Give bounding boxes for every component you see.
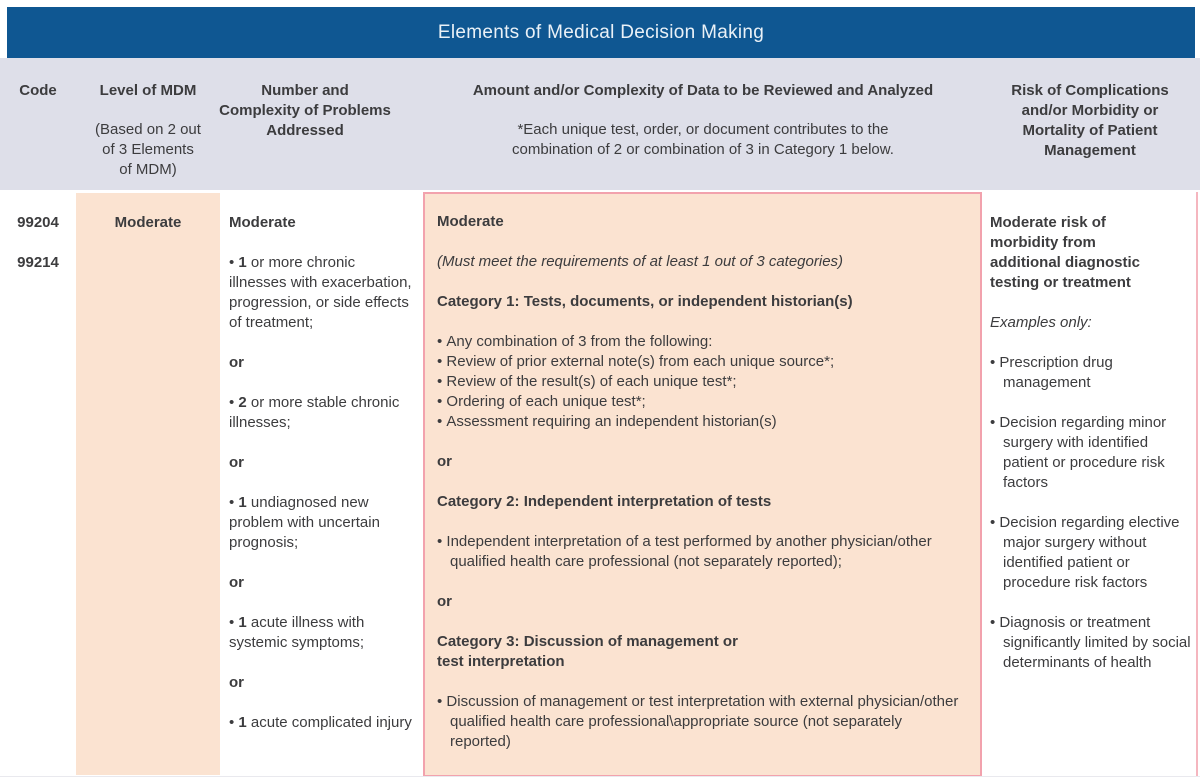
risk-examples-label: Examples only: xyxy=(990,314,1092,331)
table-title: Elements of Medical Decision Making xyxy=(437,21,765,43)
problems-cell: Moderate 1 or more chronic illnesses wit… xyxy=(229,213,416,733)
level-column-background xyxy=(76,193,220,775)
level-cell: Moderate xyxy=(114,214,182,231)
problems-bullet-number: 1 xyxy=(238,494,247,511)
risk-cell: Moderate risk of morbidity from addition… xyxy=(990,213,1192,673)
category1-bullet: Review of the result(s) of each unique t… xyxy=(437,372,965,392)
problems-bullet-text: or more chronic illnesses with exacerbat… xyxy=(229,254,412,331)
header-data: Amount and/or Complexity of Data to be R… xyxy=(428,81,978,160)
category1-bullet: Any combination of 3 from the following: xyxy=(437,332,965,352)
table-bottom-border xyxy=(0,776,1200,777)
code-value: 99214 xyxy=(17,254,59,271)
header-risk: Risk of Complications and/or Morbidity o… xyxy=(1011,82,1169,159)
problems-bullet: 1 acute illness with systemic symptoms; xyxy=(229,613,416,653)
problems-bullet: 1 undiagnosed new problem with uncertain… xyxy=(229,493,416,553)
table-title-bar: Elements of Medical Decision Making xyxy=(7,7,1195,58)
code-cell: 99204 99214 xyxy=(6,213,70,293)
data-heading: Moderate xyxy=(437,213,504,230)
or-separator: or xyxy=(437,453,452,470)
problems-bullet-number: 2 xyxy=(238,394,247,411)
header-level-sub: (Based on 2 out of 3 Elements of MDM) xyxy=(95,121,201,178)
header-data-title: Amount and/or Complexity of Data to be R… xyxy=(472,82,934,99)
risk-heading: Moderate risk of morbidity from addition… xyxy=(990,214,1141,291)
problems-bullet: 1 acute complicated injury xyxy=(229,713,416,733)
problems-bullet: 1 or more chronic illnesses with exacerb… xyxy=(229,253,416,333)
or-separator: or xyxy=(229,574,244,591)
problems-bullet-text: acute illness with systemic symptoms; xyxy=(229,614,365,651)
or-separator: or xyxy=(437,593,452,610)
category1-bullet: Ordering of each unique test*; xyxy=(437,392,965,412)
problems-bullet-text: undiagnosed new problem with uncertain p… xyxy=(229,494,380,551)
risk-bullet: Decision regarding minor surgery with id… xyxy=(990,413,1192,493)
problems-bullet: 2 or more stable chronic illnesses; xyxy=(229,393,416,433)
problems-bullet-number: 1 xyxy=(238,714,247,731)
problems-heading: Moderate xyxy=(229,214,296,231)
category1-title: Category 1: Tests, documents, or indepen… xyxy=(437,293,853,310)
data-column-box xyxy=(423,192,982,777)
category2-title: Category 2: Independent interpretation o… xyxy=(437,493,772,510)
header-level: Level of MDM (Based on 2 out of 3 Elemen… xyxy=(78,81,218,180)
header-problems: Number and Complexity of Problems Addres… xyxy=(219,82,391,139)
or-separator: or xyxy=(229,454,244,471)
problems-bullet-number: 1 xyxy=(238,614,247,631)
data-cell: Moderate (Must meet the requirements of … xyxy=(437,212,965,752)
header-code: Code xyxy=(19,82,57,99)
header-level-title: Level of MDM xyxy=(99,82,197,99)
column-header-band xyxy=(0,58,1200,190)
category2-bullet: Independent interpretation of a test per… xyxy=(437,532,965,572)
risk-bullet: Decision regarding elective major surger… xyxy=(990,513,1192,593)
category1-list: Any combination of 3 from the following:… xyxy=(437,332,965,432)
risk-bullet: Diagnosis or treatment significantly lim… xyxy=(990,613,1192,673)
adjacent-box-edge xyxy=(1196,192,1200,777)
risk-bullet: Prescription drug management xyxy=(990,353,1192,393)
header-data-sub: *Each unique test, order, or document co… xyxy=(512,121,894,158)
problems-bullet-number: 1 xyxy=(238,254,247,271)
code-value: 99204 xyxy=(17,214,59,231)
category1-bullet: Review of prior external note(s) from ea… xyxy=(437,352,965,372)
problems-bullet-text: or more stable chronic illnesses; xyxy=(229,394,400,431)
category3-title: Category 3: Discussion of management or … xyxy=(437,633,738,670)
problems-bullet-text: acute complicated injury xyxy=(246,714,412,731)
or-separator: or xyxy=(229,354,244,371)
category1-bullet: Assessment requiring an independent hist… xyxy=(437,412,965,432)
or-separator: or xyxy=(229,674,244,691)
category3-bullet: Discussion of management or test interpr… xyxy=(437,692,965,752)
data-note: (Must meet the requirements of at least … xyxy=(437,253,844,270)
